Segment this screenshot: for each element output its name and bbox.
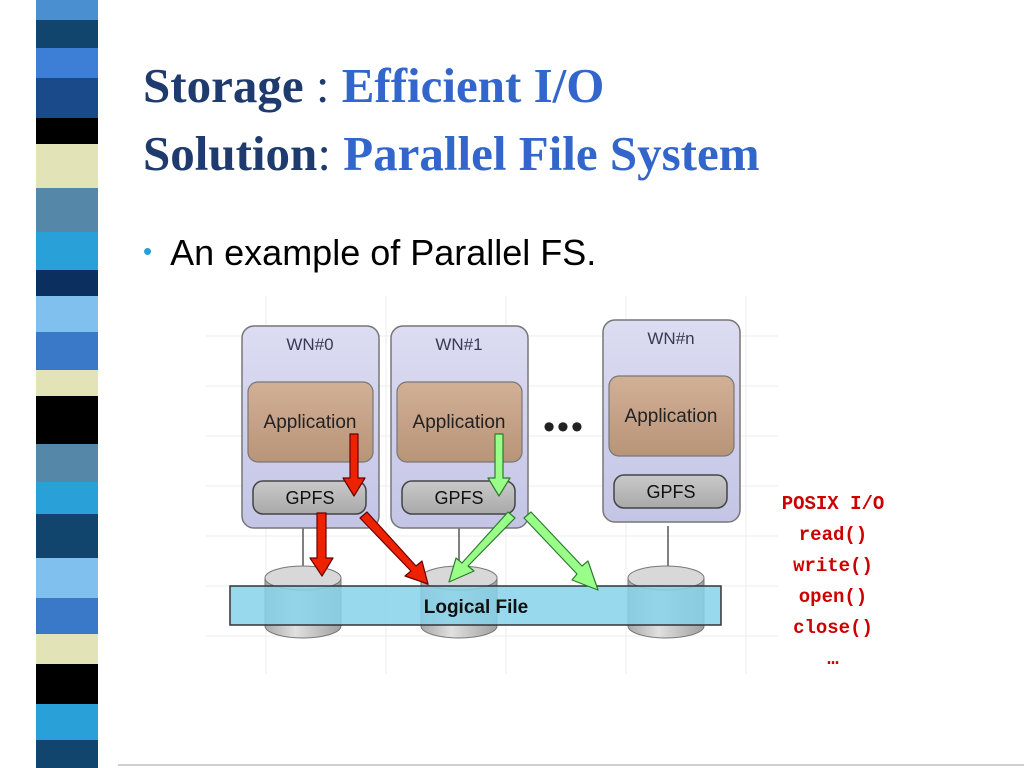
- node-1-gpfs: GPFS: [434, 488, 483, 508]
- node-n-app: Application: [625, 406, 718, 427]
- node-disk-connectors: [302, 526, 669, 566]
- green-arrow-app-to-gpfs: [487, 433, 511, 497]
- nodes-ellipsis: •••: [543, 408, 585, 446]
- node-n-gpfs: GPFS: [646, 482, 695, 502]
- posix-call-write: write(): [793, 555, 873, 577]
- logical-file-label: Logical File: [424, 597, 529, 618]
- node-0-label: WN#0: [286, 335, 333, 354]
- parallel-fs-diagram: WN#0 Application GPFS WN#1 Application G…: [206, 296, 778, 674]
- title-line-2: Solution: Parallel File System: [143, 120, 760, 188]
- title-separator: :: [303, 58, 342, 113]
- logical-file-bar: Logical File: [229, 585, 722, 626]
- node-0-app: Application: [264, 412, 357, 433]
- node-0-gpfs: GPFS: [285, 488, 334, 508]
- posix-call-ellipsis: …: [827, 648, 839, 670]
- posix-heading: POSIX I/O: [781, 493, 885, 515]
- posix-call-open: open(): [798, 586, 868, 608]
- bullet-item: • An example of Parallel FS.: [143, 232, 596, 274]
- worker-node-1: WN#1 Application GPFS: [390, 325, 529, 529]
- title-efficient-io: Efficient I/O: [341, 58, 605, 113]
- red-arrow-gpfs-to-disk1: [359, 511, 429, 585]
- title-line-1: Storage : Efficient I/O: [143, 52, 760, 120]
- title-storage: Storage: [143, 58, 304, 113]
- bullet-text: An example of Parallel FS.: [170, 232, 597, 273]
- node-n-label: WN#n: [647, 329, 694, 348]
- worker-node-0: WN#0 Application GPFS: [241, 325, 380, 529]
- green-arrow-gpfs-to-disk1: [448, 511, 516, 583]
- posix-call-read: read(): [798, 524, 868, 546]
- decorative-stripe: [0, 0, 118, 768]
- node-1-app: Application: [413, 412, 506, 433]
- title-parallel-fs: Parallel File System: [343, 126, 760, 181]
- posix-io-list: POSIX I/O read() write() open() close() …: [748, 489, 918, 675]
- title-separator-2: :: [317, 126, 344, 181]
- bottom-divider: [118, 764, 1024, 766]
- slide-title: Storage : Efficient I/O Solution: Parall…: [143, 52, 760, 188]
- posix-call-close: close(): [793, 617, 873, 639]
- title-solution: Solution: [143, 126, 318, 181]
- node-1-label: WN#1: [435, 335, 482, 354]
- worker-node-n: WN#n Application GPFS: [602, 319, 741, 523]
- green-arrow-gpfs-to-disk-n: [523, 511, 599, 591]
- bullet-dot-icon: •: [143, 236, 153, 266]
- red-arrow-gpfs-to-disk0: [309, 512, 334, 577]
- red-arrow-app-to-gpfs: [342, 433, 366, 497]
